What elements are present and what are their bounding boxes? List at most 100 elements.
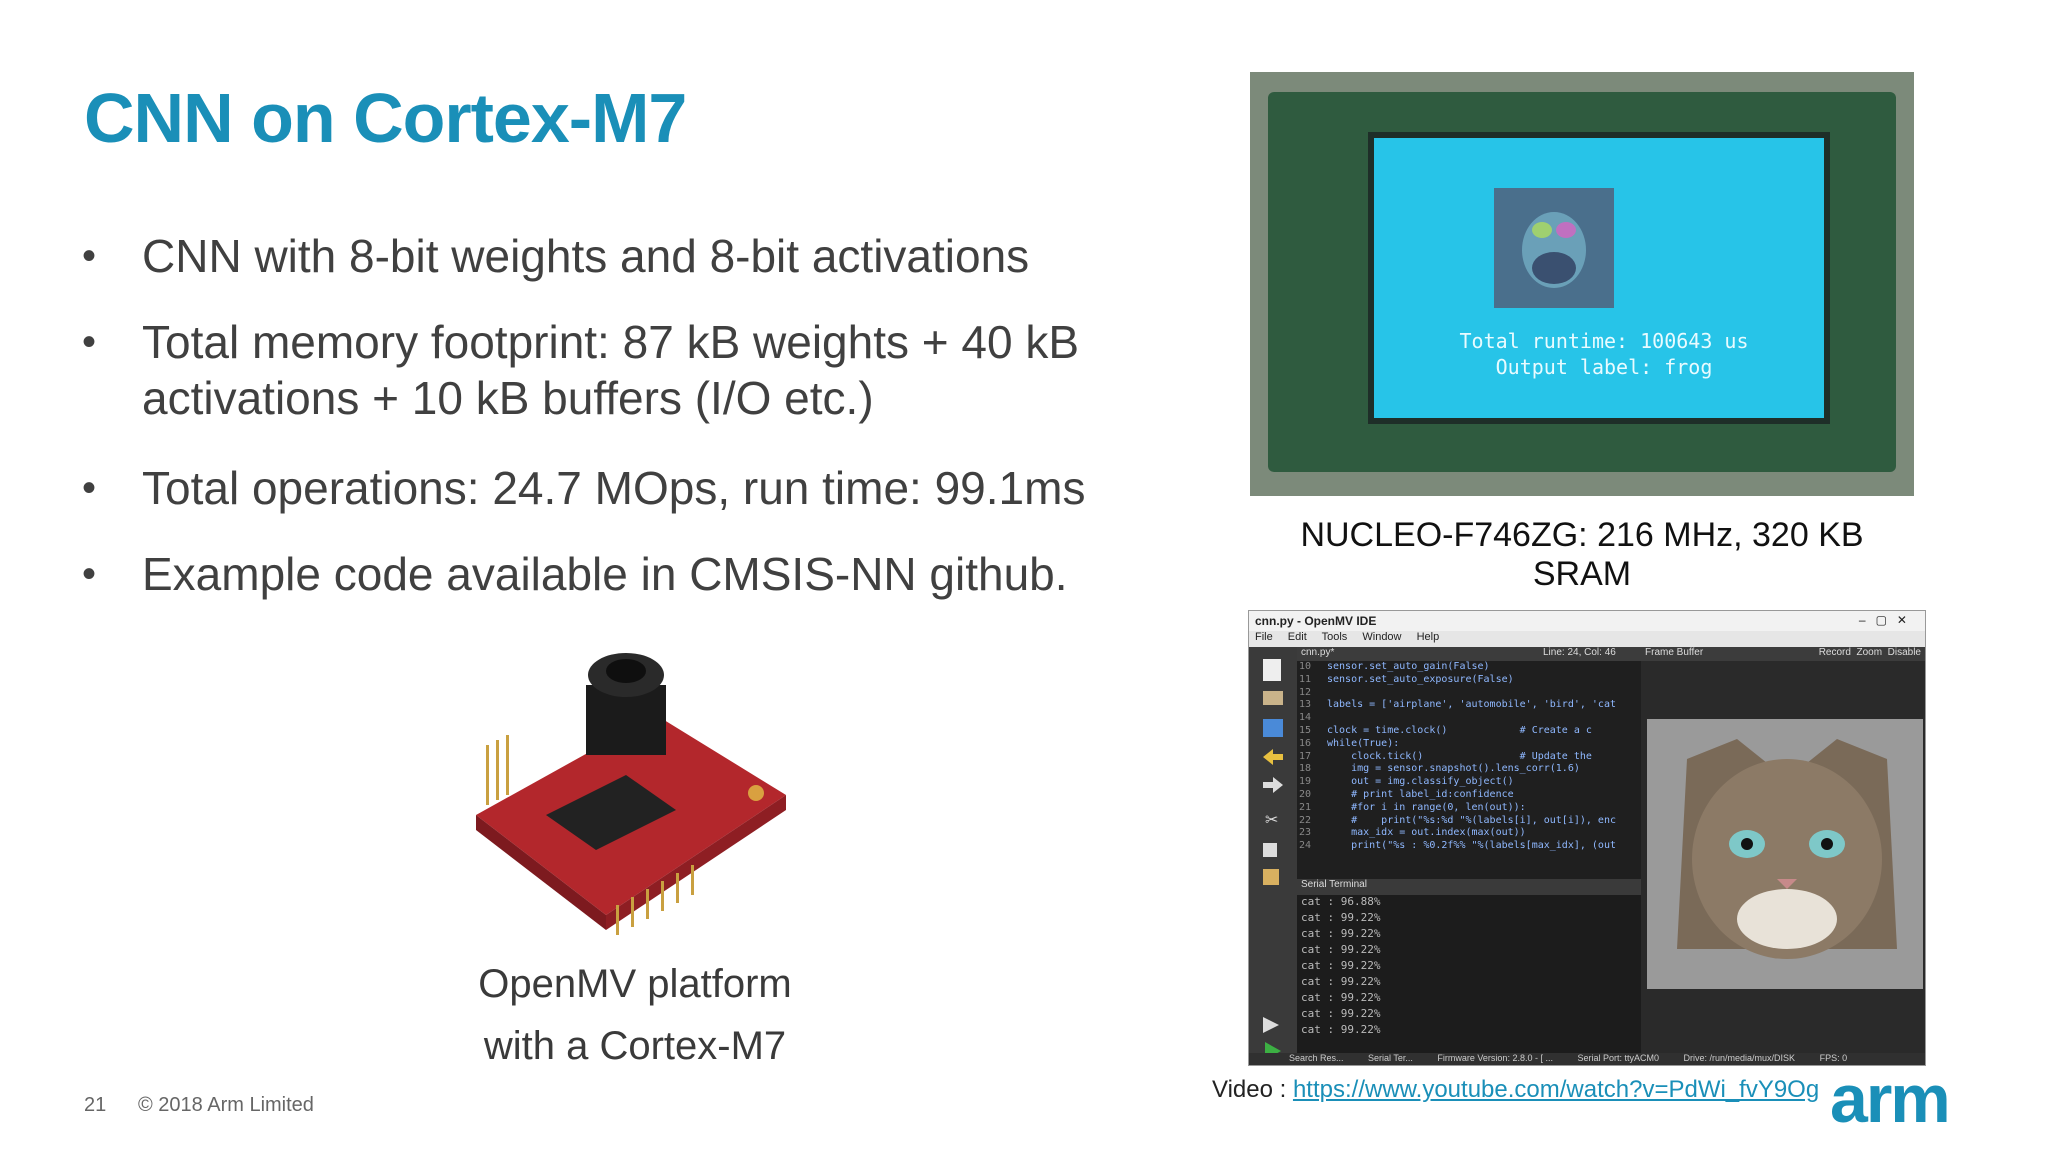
menu-file: File — [1255, 631, 1273, 643]
code-text: out = img.classify_object() — [1327, 776, 1514, 788]
serial-output: cat : 96.88% cat : 99.22% cat : 99.22% cat … — [1297, 895, 1641, 1039]
line-number: 20 — [1299, 788, 1312, 800]
frame-buffer-header: Frame Buffer Record Zoom Disable — [1641, 647, 1925, 661]
line-number: 11 — [1299, 673, 1312, 685]
serial-line: cat : 96.88% — [1301, 895, 1381, 908]
code-line: 24 print("%s : %0.2f%% "%(labels[max_idx… — [1297, 840, 1641, 853]
code-line: 18 img = sensor.snapshot().lens_corr(1.6… — [1297, 763, 1641, 776]
pcb: Total runtime: 100643 us Output label: f… — [1268, 92, 1896, 472]
code-editor: cnn.py* Line: 24, Col: 46 10 sensor.set_a… — [1297, 647, 1641, 879]
ide-toolbar: ✂ — [1249, 647, 1297, 1065]
slide-title: CNN on Cortex-M7 — [84, 79, 687, 157]
video-label: Video : — [1212, 1076, 1293, 1103]
status-drive: Drive: /run/media/mux/DISK — [1683, 1053, 1796, 1063]
code-line: 20 # print label_id:confidence — [1297, 789, 1641, 802]
video-link[interactable]: https://www.youtube.com/watch?v=PdWi_fvY… — [1292, 1076, 1820, 1103]
code-text: # print("%s:%d "%(labels[i], out[i]), en… — [1327, 814, 1616, 826]
bullet-list: CNN with 8-bit weights and 8-bit activat… — [82, 228, 1162, 636]
code-text: clock = time.clock() # Create a c — [1327, 724, 1592, 736]
bullet-item: Example code available in CMSIS-NN githu… — [82, 546, 1162, 602]
code-line: 21 #for i in range(0, len(out)): — [1297, 802, 1641, 815]
status-port: Serial Port: ttyACM0 — [1577, 1053, 1660, 1063]
line-number: 24 — [1299, 840, 1312, 852]
menu-edit: Edit — [1287, 631, 1307, 643]
ide-menubar: File Edit Tools Window Help — [1249, 631, 1925, 647]
code-text: clock.tick() # Update the — [1327, 750, 1592, 762]
video-line: Video : https://www.youtube.com/watch?v=… — [1212, 1076, 1819, 1104]
status-search: Search Res... — [1289, 1053, 1344, 1063]
disable-button: Disable — [1887, 647, 1921, 658]
serial-line: cat : 99.22% — [1301, 927, 1381, 940]
code-line: 19 out = img.classify_object() — [1297, 776, 1641, 789]
openmv-board-photo — [456, 645, 806, 945]
window-controls-icon: –▢✕ — [1858, 613, 1917, 627]
menu-window: Window — [1362, 631, 1402, 643]
serial-line: cat : 99.22% — [1301, 991, 1381, 1004]
code-line: 10 sensor.set_auto_gain(False) — [1297, 661, 1641, 674]
frog-image — [1494, 188, 1614, 308]
board-caption: NUCLEO-F746ZG: 216 MHz, 320 KB SRAM — [1300, 516, 1864, 593]
frog-icon — [1522, 212, 1586, 288]
menu-tools: Tools — [1321, 631, 1348, 643]
bullet-item: Total operations: 24.7 MOps, run time: 9… — [82, 460, 1162, 516]
frame-buffer-panel: Frame Buffer Record Zoom Disable — [1641, 647, 1925, 1053]
serial-line: cat : 99.22% — [1301, 975, 1381, 988]
board-output-text: Total runtime: 100643 us Output label: f… — [1414, 328, 1794, 380]
code-text: while(True): — [1327, 737, 1400, 749]
frame-buffer-label: Frame Buffer — [1645, 647, 1704, 658]
line-number: 19 — [1299, 776, 1312, 788]
openmv-caption-line1: OpenMV platform — [478, 962, 792, 1006]
board-lcd-screen: Total runtime: 100643 us Output label: f… — [1368, 132, 1830, 424]
line-number: 15 — [1299, 724, 1312, 736]
record-button: Record — [1818, 647, 1851, 658]
cat-image — [1647, 719, 1923, 989]
line-number: 18 — [1299, 763, 1312, 775]
line-number: 14 — [1299, 712, 1312, 724]
menu-help: Help — [1416, 631, 1440, 643]
label-line: Output label: frog — [1495, 355, 1713, 379]
code-line: 22 # print("%s:%d "%(labels[i], out[i]),… — [1297, 815, 1641, 828]
status-serial: Serial Ter... — [1368, 1053, 1413, 1063]
code-line: 23 max_idx = out.index(max(out)) — [1297, 827, 1641, 840]
openmv-ide-screenshot: cnn.py - OpenMV IDE –▢✕ File Edit Tools … — [1248, 610, 1926, 1066]
serial-line: cat : 99.22% — [1301, 959, 1381, 972]
serial-terminal: Serial Terminal cat : 96.88%cat : 99.22%… — [1297, 879, 1641, 1053]
code-text: max_idx = out.index(max(out)) — [1327, 827, 1526, 839]
line-number: 17 — [1299, 750, 1312, 762]
svg-text:✂: ✂ — [1265, 812, 1278, 829]
line-number: 23 — [1299, 827, 1312, 839]
copyright: © 2018 Arm Limited — [138, 1094, 314, 1116]
serial-line: cat : 99.22% — [1301, 911, 1381, 924]
line-number: 21 — [1299, 801, 1312, 813]
code-text: labels = ['airplane', 'automobile', 'bir… — [1327, 699, 1616, 711]
runtime-line: Total runtime: 100643 us — [1459, 329, 1749, 353]
cat-icon — [1647, 719, 1923, 989]
code-line: 16 while(True): — [1297, 738, 1641, 751]
code-text: img = sensor.snapshot().lens_corr(1.6) — [1327, 763, 1580, 775]
code-text: sensor.set_auto_gain(False) — [1327, 661, 1490, 672]
line-number: 10 — [1299, 661, 1312, 672]
nucleo-board-photo: Total runtime: 100643 us Output label: f… — [1250, 72, 1914, 496]
page-number: 21 — [84, 1094, 107, 1116]
editor-tab: cnn.py* Line: 24, Col: 46 — [1297, 647, 1641, 661]
cursor-position: Line: 24, Col: 46 — [1543, 647, 1616, 658]
code-line: 12 — [1297, 687, 1641, 700]
editor-tab-label: cnn.py* — [1301, 647, 1335, 658]
bullet-item: Total memory footprint: 87 kB weights + … — [82, 314, 1162, 426]
ide-titlebar: cnn.py - OpenMV IDE –▢✕ — [1249, 611, 1925, 631]
ide-statusbar: Search Res... Serial Ter... Firmware Ver… — [1249, 1053, 1925, 1065]
status-firmware: Firmware Version: 2.8.0 - [ ... — [1437, 1053, 1553, 1063]
serial-line: cat : 99.22% — [1301, 1007, 1381, 1020]
bullet-item: CNN with 8-bit weights and 8-bit activat… — [82, 228, 1162, 284]
serial-line: cat : 99.22% — [1301, 943, 1381, 956]
line-number: 16 — [1299, 737, 1312, 749]
arm-logo: arm — [1830, 1061, 1951, 1137]
code-line: 17 clock.tick() # Update the — [1297, 751, 1641, 764]
code-line: 15 clock = time.clock() # Create a c — [1297, 725, 1641, 738]
status-fps: FPS: 0 — [1819, 1053, 1848, 1063]
line-number: 22 — [1299, 814, 1312, 826]
code-line: 14 — [1297, 712, 1641, 725]
